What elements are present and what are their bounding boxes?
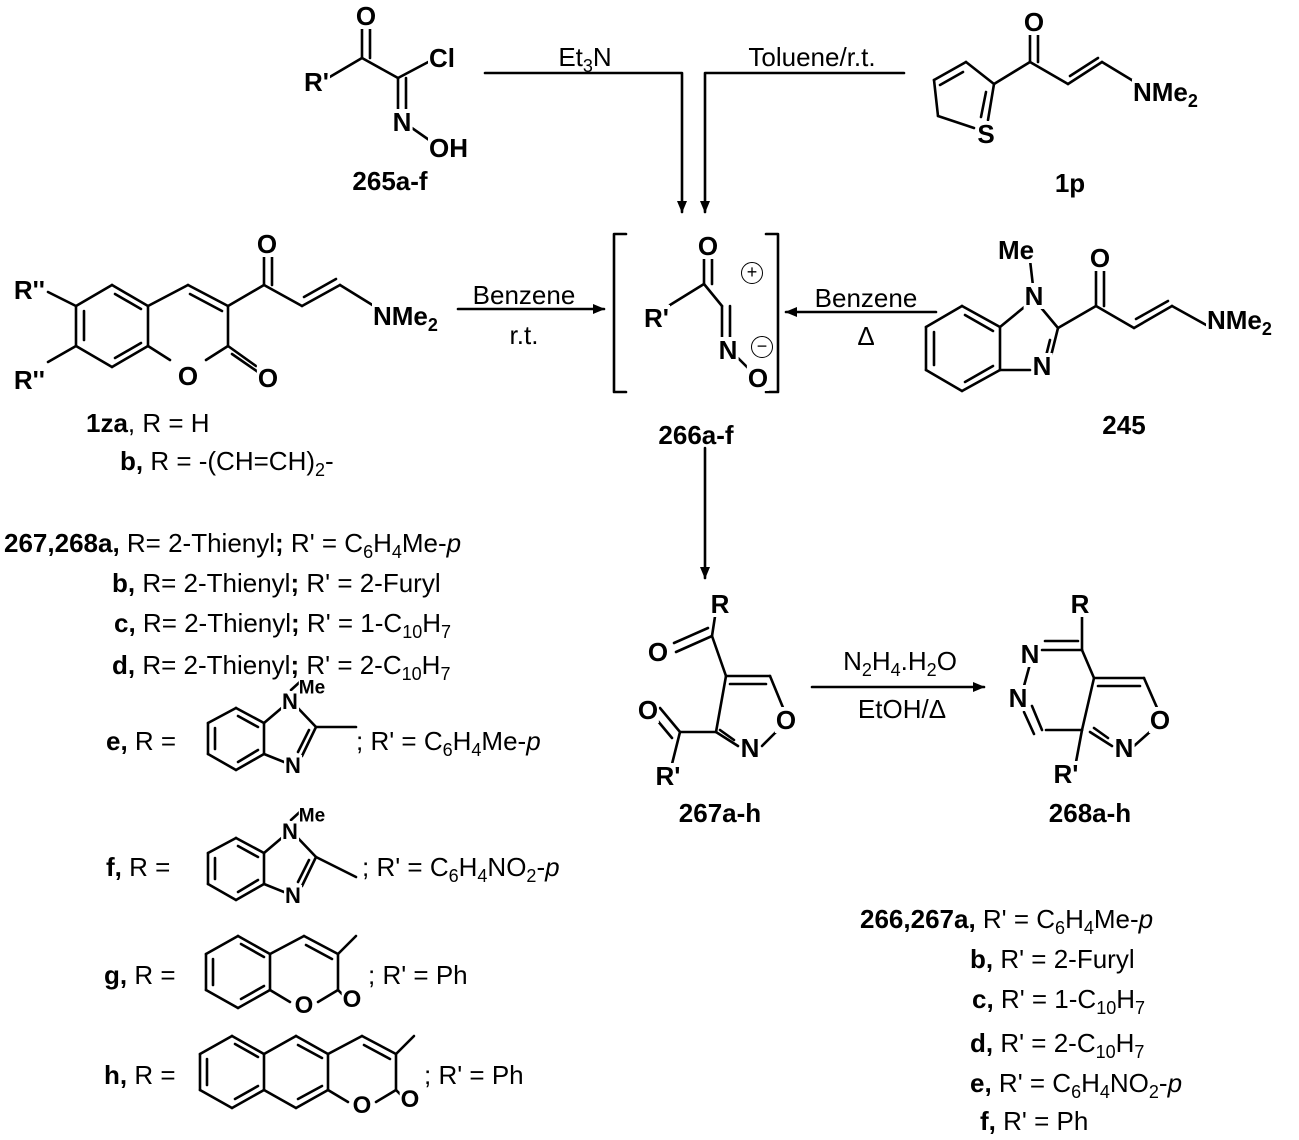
- atom-O: O: [255, 229, 279, 259]
- legend-267-268-row-c: c, R= 2-Thienyl; R' = 1-C10H7: [114, 608, 452, 642]
- legend-1za-label: 1za, R = H: [86, 408, 210, 438]
- legend-267-268-row-g-label: g, R =: [104, 960, 176, 990]
- atom-S: S: [976, 119, 996, 149]
- atom-O: O: [293, 992, 315, 1019]
- legend-267-268-row-a: 267,268a, R= 2-Thienyl; R' = C6H4Me-p: [4, 528, 462, 562]
- legend-267-268-row-f-label: f, R =: [106, 852, 171, 882]
- atom-O: O: [636, 695, 660, 725]
- legend-267-268-row-b: b, R= 2-Thienyl; R' = 2-Furyl: [112, 568, 441, 598]
- legend-266-267-row-d: d, R' = 2-C10H7: [970, 1028, 1145, 1062]
- atom-Me: Me: [996, 235, 1036, 265]
- atom-O: O: [1088, 243, 1112, 273]
- atom-O: O: [746, 363, 770, 393]
- compound-1p-bonds: [932, 26, 1137, 130]
- atom-N: N: [284, 753, 302, 778]
- legend-267-268-row-e-rprime: ; R' = C6H4Me-p: [356, 726, 541, 760]
- atom-O: O: [176, 361, 200, 391]
- reagent-et3n: Et3N: [558, 42, 612, 76]
- atom-R-prime: R': [1052, 759, 1080, 789]
- compound-label-267: 267a-h: [678, 798, 762, 828]
- atom-Me: Me: [298, 677, 326, 699]
- atom-R: R: [709, 589, 731, 619]
- atom-NMe2: NMe2: [1206, 305, 1273, 339]
- atom-N: N: [281, 689, 299, 714]
- compound-label-268: 268a-h: [1048, 798, 1132, 828]
- atom-Cl: Cl: [428, 43, 456, 73]
- legend-266-267-row-a: 266,267a, R' = C6H4Me-p: [860, 904, 1154, 938]
- compound-label-265: 265a-f: [352, 166, 428, 196]
- atom-N: N: [717, 335, 739, 365]
- atom-O: O: [399, 1086, 421, 1113]
- atom-O: O: [341, 986, 363, 1013]
- reagent-toluene: Toluene/r.t.: [748, 42, 876, 72]
- compound-label-266: 266a-f: [658, 420, 734, 450]
- atom-R-prime: R': [654, 761, 682, 791]
- atom-R-double-prime: R'': [12, 275, 46, 305]
- compound-267-bonds: [650, 608, 786, 766]
- reagent-hydrazine: N2H4.H2O: [843, 646, 957, 680]
- legend-266-267-row-b: b, R' = 2-Furyl: [970, 944, 1135, 974]
- atom-N: N: [281, 819, 299, 844]
- atom-N: N: [284, 883, 302, 908]
- atom-O: O: [256, 363, 280, 393]
- legend-g-structure: [204, 934, 358, 1010]
- arrow-toluene: [700, 71, 906, 214]
- legend-h-structure: [198, 1034, 416, 1110]
- legend-266-267-row-f: f, R' = Ph: [980, 1106, 1089, 1136]
- legend-267-268-row-d: d, R= 2-Thienyl; R' = 2-C10H7: [112, 650, 451, 684]
- legend-f-structure: [206, 808, 358, 902]
- atom-O: O: [696, 231, 720, 261]
- atom-Me: Me: [298, 805, 326, 827]
- legend-266-267-row-e: e, R' = C6H4NO2-p: [970, 1068, 1183, 1102]
- atom-N: N: [1031, 351, 1053, 381]
- negative-charge-icon: −: [751, 336, 773, 358]
- compound-265-bonds: [326, 18, 434, 144]
- atom-R: R: [1069, 589, 1091, 619]
- atom-O: O: [646, 637, 670, 667]
- legend-266-267-row-c: c, R' = 1-C10H7: [972, 984, 1146, 1018]
- atom-O: O: [1022, 7, 1046, 37]
- condition-heat: Δ: [857, 321, 875, 351]
- compound-268-bonds: [1022, 612, 1160, 764]
- legend-267-268-row-e-label: e, R =: [106, 726, 177, 756]
- atom-NMe2: NMe2: [1132, 77, 1199, 111]
- legend-267-268-row-g-rprime: ; R' = Ph: [368, 960, 468, 990]
- atom-R-double-prime: R'': [12, 365, 46, 395]
- atom-R-prime: R': [303, 67, 330, 97]
- compound-label-1p: 1p: [1054, 168, 1086, 198]
- atom-N: N: [1007, 683, 1029, 713]
- legend-e-structure: [206, 678, 358, 772]
- atom-OH: OH: [428, 133, 469, 163]
- atom-R-prime: R': [643, 303, 670, 333]
- atom-O: O: [354, 1, 378, 31]
- positive-charge-icon: +: [741, 262, 763, 284]
- condition-rt: r.t.: [509, 320, 539, 350]
- atom-N: N: [1019, 639, 1041, 669]
- arrow-et3n: [483, 71, 687, 214]
- atom-N: N: [739, 733, 761, 763]
- legend-267-268-row-h-rprime: ; R' = Ph: [424, 1060, 524, 1090]
- atom-O: O: [774, 705, 798, 735]
- compound-label-245: 245: [1102, 410, 1146, 440]
- compound-1za-bonds: [46, 252, 376, 374]
- atom-O: O: [351, 1092, 373, 1119]
- legend-267-268-row-h-label: h, R =: [104, 1060, 176, 1090]
- reagent-benzene-right: Benzene: [814, 283, 918, 313]
- atom-NMe2: NMe2: [372, 301, 439, 335]
- atom-O: O: [1148, 705, 1172, 735]
- legend-267-268-row-f-rprime: ; R' = C6H4NO2-p: [362, 852, 560, 886]
- compound-245-bonds: [924, 258, 1210, 393]
- reagent-ethanol: EtOH/Δ: [857, 694, 947, 724]
- atom-N: N: [391, 107, 413, 137]
- atom-N: N: [1023, 281, 1045, 311]
- legend-1zb: b, R = -(CH=CH)2-: [120, 446, 334, 480]
- reagent-benzene-left: Benzene: [472, 280, 576, 310]
- atom-N: N: [1113, 733, 1135, 763]
